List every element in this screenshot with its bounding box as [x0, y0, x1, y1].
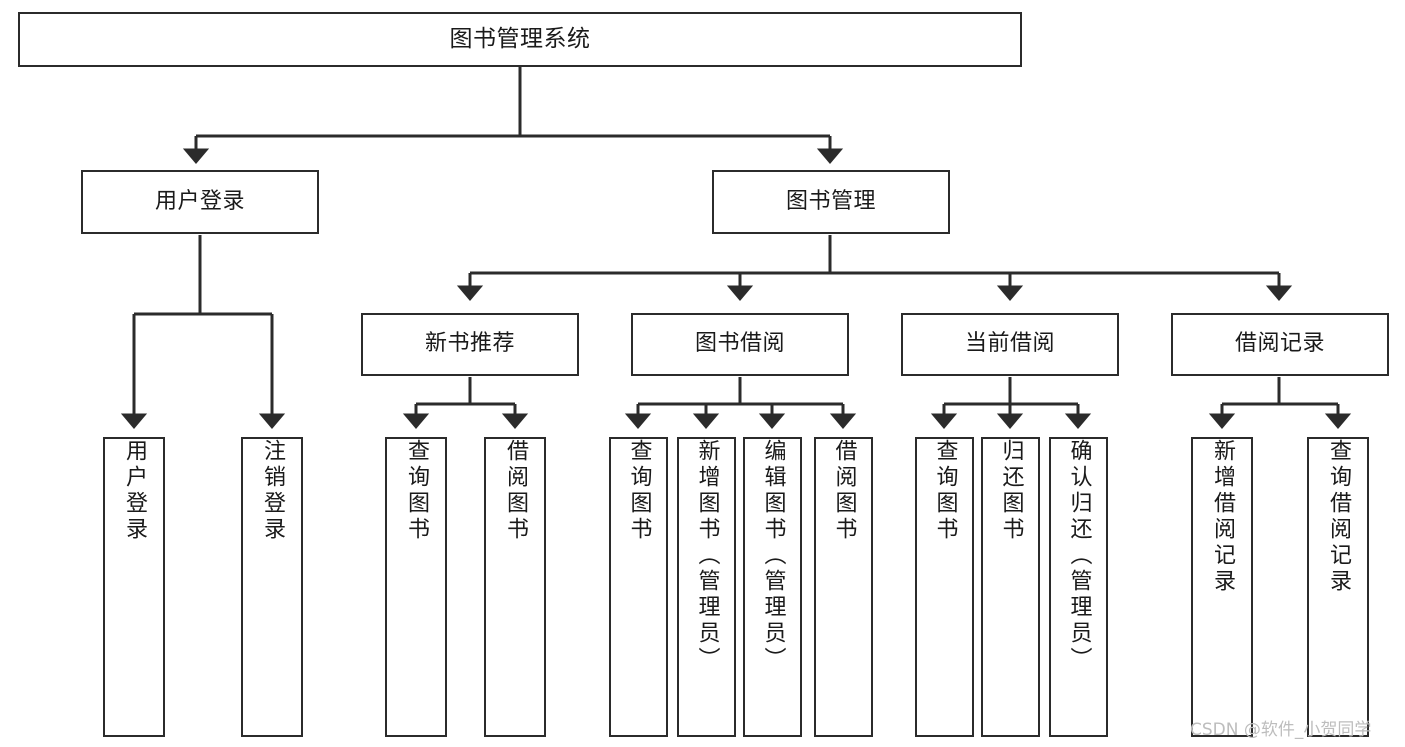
leaf-confirm-return-admin[interactable]: 确认归还（管理员） [1049, 437, 1108, 737]
node-label: 查询图书 [626, 439, 652, 543]
node-label: 图书管理系统 [449, 25, 591, 52]
node-user-login[interactable]: 用户登录 [81, 170, 319, 234]
connector-group-current-borrow [930, 377, 1092, 429]
leaf-logout[interactable]: 注销登录 [241, 437, 303, 737]
leaf-user-login[interactable]: 用户登录 [103, 437, 165, 737]
connector-group-book-manage [456, 235, 1293, 301]
leaf-add-borrow-record[interactable]: 新增借阅记录 [1191, 437, 1253, 737]
node-root-book-management-system[interactable]: 图书管理系统 [18, 12, 1022, 67]
node-label: 注销登录 [260, 439, 285, 543]
leaf-add-book-admin[interactable]: 新增图书（管理员） [677, 437, 736, 737]
node-borrow-record[interactable]: 借阅记录 [1171, 313, 1389, 376]
connector-group-new-book [402, 377, 529, 429]
connector-group-borrow-record [1208, 377, 1352, 429]
node-label: 查询图书 [404, 439, 429, 543]
node-label: 编辑图书（管理员） [760, 439, 786, 673]
leaf-return-book[interactable]: 归还图书 [981, 437, 1040, 737]
node-label: 图书借阅 [694, 331, 785, 357]
node-label: 用户登录 [154, 188, 245, 214]
node-label: 借阅图书 [503, 439, 528, 543]
node-label: 确认归还（管理员） [1066, 439, 1092, 673]
connector-group-book-borrow [624, 377, 857, 429]
leaf-query-book-borrow[interactable]: 查询图书 [609, 437, 668, 737]
node-label: 新增图书（管理员） [694, 439, 720, 673]
leaf-query-book-recommend[interactable]: 查询图书 [385, 437, 447, 737]
leaf-borrow-book[interactable]: 借阅图书 [814, 437, 873, 737]
leaf-edit-book-admin[interactable]: 编辑图书（管理员） [743, 437, 802, 737]
node-label: 借阅记录 [1234, 331, 1325, 357]
connector-group-user-login [120, 235, 286, 429]
node-label: 图书管理 [785, 188, 876, 214]
node-book-management[interactable]: 图书管理 [712, 170, 950, 234]
node-label: 新书推荐 [424, 331, 515, 357]
node-book-borrow[interactable]: 图书借阅 [631, 313, 849, 376]
node-new-book-recommend[interactable]: 新书推荐 [361, 313, 579, 376]
watermark-text: CSDN @软件_小贺同学 [1190, 720, 1372, 740]
node-label: 查询图书 [932, 439, 958, 543]
node-label: 当前借阅 [964, 331, 1055, 357]
leaf-query-borrow-record[interactable]: 查询借阅记录 [1307, 437, 1369, 737]
leaf-borrow-book-recommend[interactable]: 借阅图书 [484, 437, 546, 737]
node-label: 新增借阅记录 [1210, 439, 1235, 595]
node-label: 归还图书 [998, 439, 1024, 543]
node-label: 借阅图书 [831, 439, 857, 543]
leaf-query-book-current[interactable]: 查询图书 [915, 437, 974, 737]
node-label: 用户登录 [122, 439, 147, 543]
node-current-borrow[interactable]: 当前借阅 [901, 313, 1119, 376]
connector-group-root [182, 67, 844, 164]
node-label: 查询借阅记录 [1326, 439, 1351, 595]
